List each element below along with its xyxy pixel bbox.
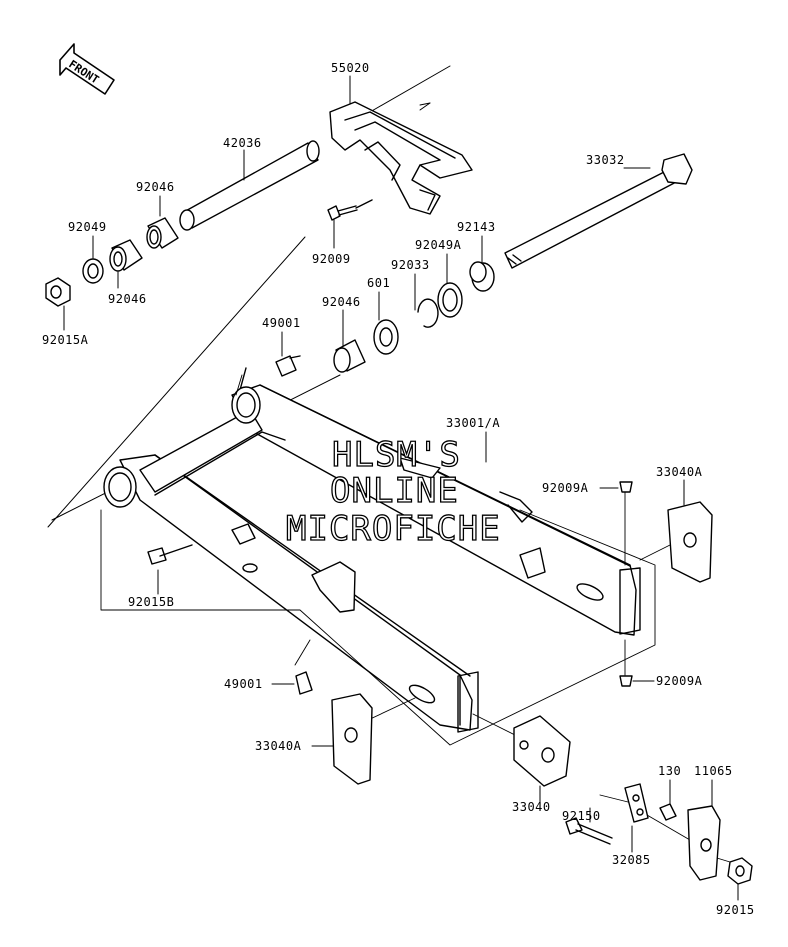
watermark-line1: HLSM'S [332,435,461,475]
seal-92049A [437,282,463,318]
label-92049A: 92049A [415,238,462,252]
watermark-line2: ONLINE [330,471,459,511]
label-49001a: 49001 [262,316,301,330]
label-92046b: 92046 [108,292,147,306]
label-49001b: 49001 [224,677,263,691]
pivot-bolt [504,153,693,269]
label-92046c: 92046 [322,295,361,309]
bolt-92009A-lower [619,675,633,687]
watermark-line3: MICROFICHE [286,509,501,549]
collar-92143 [469,261,495,292]
ball-bearing-601 [373,319,399,355]
pivot-sleeve [179,140,320,231]
nut-92015 [727,857,753,885]
label-11065: 11065 [694,764,733,778]
label-92015: 92015 [716,903,755,917]
watermark: HLSM'S ONLINE MICROFICHE [285,434,501,549]
label-92015B: 92015B [128,595,174,609]
plate-32085 [624,783,649,823]
label-33032: 33032 [586,153,625,167]
circlip-92033 [417,298,439,328]
needle-bearing-upper [146,217,179,249]
label-33040: 33040 [512,800,551,814]
adjuster-plate-33040A-left [331,693,373,785]
label-92009Aa: 92009A [542,481,589,495]
needle-bearing-92046 [333,339,366,373]
label-92033: 92033 [391,258,430,272]
grease-nipple-lower [295,671,313,695]
label-92049: 92049 [68,220,107,234]
label-33040Aa: 33040A [656,465,703,479]
label-92015A: 92015A [42,333,89,347]
label-55020: 55020 [331,61,370,75]
label-92009Ab: 92009A [656,674,703,688]
leader-lines [100,374,731,863]
label-92150: 92150 [562,809,601,823]
adjuster-plate-33040A-right [667,501,713,583]
adjuster-block-33040 [513,715,571,787]
label-42036: 42036 [223,136,262,150]
bolt-92009 [327,199,373,221]
label-92009: 92009 [312,252,351,266]
needle-bearing-lower [109,239,143,272]
label-leaders [63,75,739,901]
front-arrow-icon [59,43,115,95]
label-601: 601 [367,276,390,290]
label-92143: 92143 [457,220,496,234]
part-labels: 55020 42036 33032 92046 92049 92046 9201… [42,61,755,917]
adjuster-bolt-92150 [565,817,613,845]
nut-92015A [45,277,71,307]
label-33001: 33001/A [446,416,500,430]
bolt-92015B [147,544,193,565]
swingarm-frame [103,384,641,733]
bolt-92009A-upper [619,481,633,493]
label-33040Ab: 33040A [255,739,302,753]
label-130: 130 [658,764,681,778]
label-92046a: 92046 [136,180,175,194]
seal-92049 [82,258,104,284]
label-32085: 32085 [612,853,651,867]
grease-nipple-upper [239,355,301,391]
bolt-130 [659,803,677,821]
adjuster-plate-11065 [687,805,721,881]
chain-guide [329,101,473,215]
